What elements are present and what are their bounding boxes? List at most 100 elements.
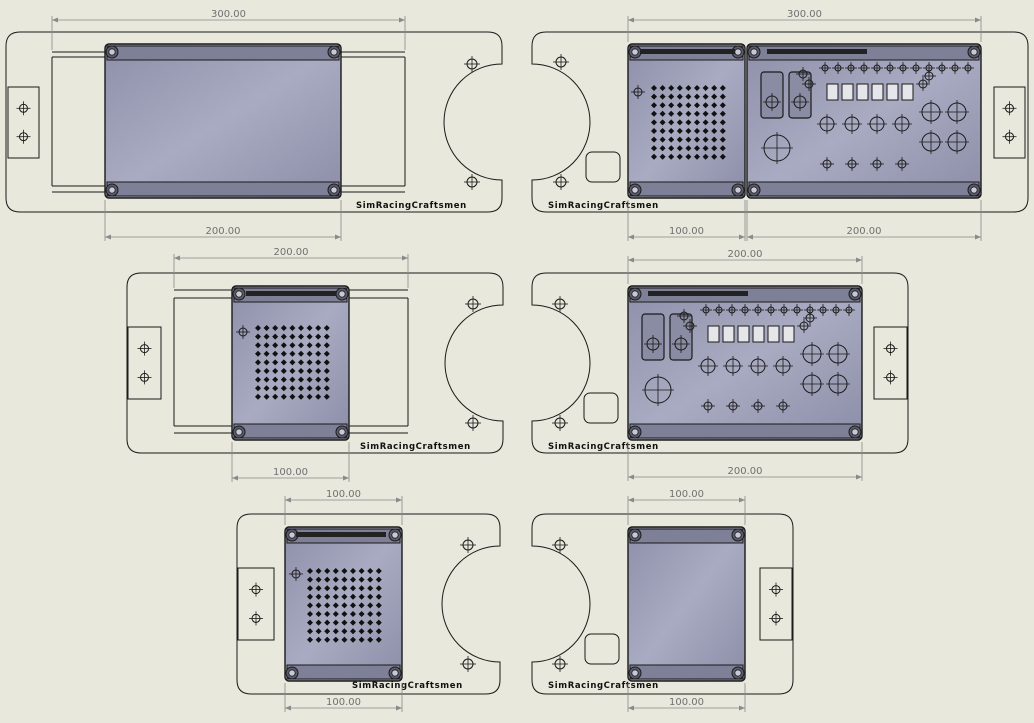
- indicator-led: [752, 304, 764, 316]
- grille-hole: [685, 128, 692, 134]
- grille-hole: [315, 393, 322, 400]
- indicator-led: [791, 304, 803, 316]
- grille-hole: [306, 325, 313, 331]
- grille-hole: [676, 136, 683, 143]
- screw-recess: [631, 290, 639, 298]
- top-strip: [296, 532, 386, 537]
- arrowhead: [975, 234, 981, 240]
- grille-hole: [659, 128, 666, 134]
- arrowhead: [105, 234, 111, 240]
- button-box-enclosure: [746, 43, 982, 199]
- mounting-bracket: [237, 567, 275, 641]
- bracket-hole: [137, 370, 152, 385]
- screw-recess: [631, 531, 639, 539]
- grille-hole: [341, 611, 348, 617]
- grille-hole: [651, 119, 657, 126]
- grille-hole: [651, 85, 657, 91]
- push-button: [892, 114, 912, 134]
- screw-recess: [631, 48, 639, 56]
- grille-hole: [307, 576, 313, 583]
- dimension-label: 100.00: [326, 697, 361, 708]
- grille-hole: [651, 128, 657, 134]
- grille-hole: [315, 333, 322, 340]
- grille-hole: [323, 333, 330, 340]
- grille-hole: [298, 385, 304, 392]
- grille-hole: [298, 359, 304, 366]
- grille-hole: [289, 325, 296, 331]
- grille-hole: [659, 110, 666, 117]
- arrowhead: [343, 475, 349, 481]
- enclosure-large-blank: [104, 43, 342, 199]
- screw-recess: [338, 290, 346, 298]
- grille-hole: [341, 568, 348, 574]
- grille-hole: [332, 585, 339, 592]
- plate-hole: [552, 537, 568, 553]
- grille-hole: [332, 593, 339, 600]
- grille-hole: [659, 136, 666, 143]
- bracket-outline: [873, 326, 908, 400]
- grille-hole: [280, 376, 287, 383]
- grille-hole: [341, 628, 348, 635]
- base-plate: [126, 272, 504, 454]
- grille-hole: [289, 376, 296, 383]
- indicator-led: [884, 62, 896, 74]
- grille-hole: [719, 136, 726, 143]
- grille-hole: [307, 619, 313, 626]
- push-button: [773, 356, 793, 376]
- bottom-rail: [286, 664, 401, 680]
- grille-hole: [298, 342, 304, 349]
- grille-hole: [694, 145, 700, 152]
- arrowhead: [975, 17, 981, 23]
- grille-hole: [341, 602, 348, 609]
- grille-hole: [719, 119, 726, 126]
- enclosure-small-blank: [627, 526, 746, 682]
- plate-hole: [552, 415, 568, 431]
- grille-hole: [263, 393, 270, 400]
- grille-hole: [711, 119, 718, 126]
- grille-hole: [315, 576, 322, 583]
- grille-hole: [668, 153, 675, 160]
- rect-push-button: [871, 83, 884, 101]
- small-switch: [803, 311, 817, 325]
- grille-hole: [651, 145, 657, 152]
- indicator-led: [949, 62, 961, 74]
- grille-hole: [676, 102, 683, 109]
- grille-hole: [307, 593, 313, 600]
- grille-hole: [375, 628, 382, 635]
- grille-hole: [367, 619, 374, 626]
- arrowhead: [396, 497, 402, 503]
- bracket-hole: [883, 370, 898, 385]
- plate-hole: [553, 174, 569, 190]
- arrowhead: [402, 255, 408, 261]
- top-strip: [640, 49, 735, 54]
- dimension: 100.00: [284, 489, 403, 525]
- grille-hole: [350, 611, 356, 617]
- grille-hole: [375, 568, 382, 574]
- screw: [285, 528, 299, 542]
- push-button: [698, 356, 718, 376]
- grille-hole: [711, 153, 718, 160]
- screw: [628, 45, 642, 59]
- grille-hole: [306, 359, 313, 366]
- grille-hole: [315, 593, 322, 600]
- indicator-led: [700, 304, 712, 316]
- grille-hole: [280, 342, 287, 349]
- dimension-label: 100.00: [669, 226, 704, 237]
- grille-hole: [289, 385, 296, 392]
- screw: [628, 666, 642, 680]
- grille-hole: [315, 376, 322, 383]
- bottom-rail: [629, 423, 861, 439]
- grille-hole: [272, 342, 279, 349]
- grille-hole: [315, 342, 322, 349]
- small-switch: [922, 69, 936, 83]
- grille-hole: [668, 85, 675, 91]
- large-push-button: [800, 372, 824, 396]
- arrowhead: [285, 705, 291, 711]
- grille-hole: [263, 333, 270, 340]
- grille-hole: [711, 145, 718, 152]
- grille-hole: [685, 136, 692, 143]
- grille-hole: [280, 393, 287, 400]
- grille-hole: [315, 359, 322, 366]
- grille-hole: [659, 153, 666, 160]
